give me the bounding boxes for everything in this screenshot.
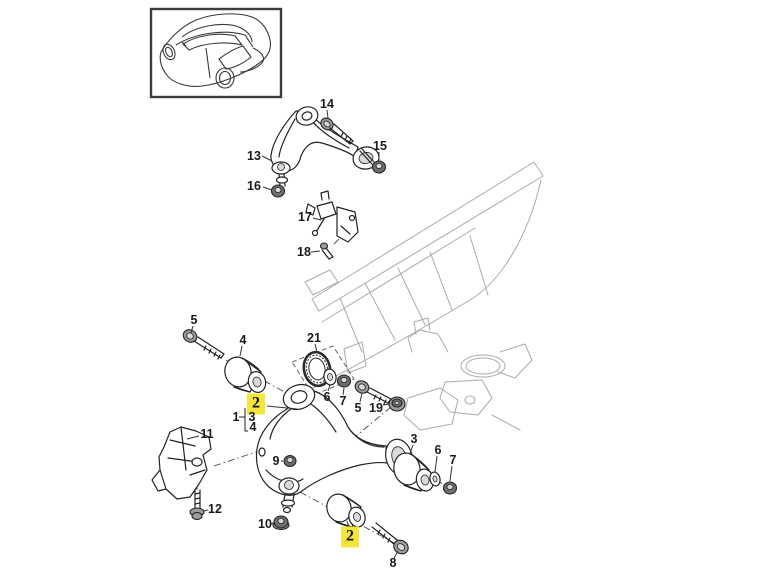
bushing-2-drawing (326, 493, 366, 528)
bolt-12-drawing (189, 489, 205, 521)
leader-line-14 (326, 109, 329, 119)
callout-12[interactable]: 12 (208, 501, 222, 516)
bracket-11-drawing (151, 426, 212, 500)
ball-joint-nut-10-drawing (272, 515, 290, 531)
callout-8[interactable]: 8 (389, 555, 397, 570)
leader-line-2 (346, 520, 350, 528)
leader-line-10 (270, 522, 274, 525)
callout-5[interactable]: 5 (354, 400, 362, 415)
leader-line-5 (359, 392, 363, 403)
callout-14[interactable]: 14 (320, 96, 334, 111)
seal-ring-dash-box (291, 345, 355, 396)
callout-4[interactable]: 4 (239, 332, 247, 347)
callout-2[interactable]: 2 (341, 526, 359, 548)
callout-13[interactable]: 13 (247, 148, 261, 163)
callout-3[interactable]: 3 (248, 409, 256, 424)
leader-line-4 (239, 345, 243, 357)
nut-19-drawing (388, 396, 406, 412)
callout-group-1-3-4: 1 3 4 (228, 406, 262, 436)
vehicle-thumbnail (149, 7, 283, 99)
leader-line-18 (310, 250, 321, 253)
nut-7-front-drawing (336, 374, 352, 388)
callout-18[interactable]: 18 (297, 244, 311, 259)
leader-line-5 (190, 325, 194, 334)
washer-6-rear-drawing (429, 471, 441, 487)
leader-line-19 (382, 403, 390, 406)
washer-6-front-drawing (323, 368, 337, 386)
nut-15-drawing (371, 160, 387, 174)
leader-line-11 (186, 435, 200, 440)
bushing-3-drawing (393, 452, 435, 492)
callout-5[interactable]: 5 (190, 312, 198, 327)
screw-18-drawing (319, 242, 334, 260)
bolt-5-front-drawing (182, 329, 225, 360)
group-bracket-lines (239, 408, 248, 432)
leader-line-6 (327, 384, 331, 392)
callout-6[interactable]: 6 (323, 389, 331, 404)
leader-line-6 (434, 455, 438, 473)
callout-21[interactable]: 21 (307, 330, 321, 345)
bolt-5-rear-drawing (354, 380, 392, 405)
leader-line-7 (342, 387, 345, 396)
callout-6[interactable]: 6 (434, 442, 442, 457)
leader-line-3 (409, 444, 414, 454)
callout-10[interactable]: 10 (258, 516, 272, 531)
leader-line-2 (266, 405, 298, 410)
callout-4[interactable]: 4 (249, 419, 257, 434)
leader-line-13 (261, 155, 273, 162)
nut-7-rear-drawing (442, 481, 458, 495)
upper-control-arm-drawing (270, 106, 380, 187)
callout-7[interactable]: 7 (449, 452, 457, 467)
leader-line-17 (312, 217, 322, 221)
callout-3[interactable]: 3 (410, 431, 418, 446)
nut-9-drawing (283, 454, 297, 468)
callout-17[interactable]: 17 (298, 209, 312, 224)
bushing-4-drawing (224, 356, 267, 393)
level-sensor-drawing (305, 190, 359, 243)
callout-11[interactable]: 11 (200, 426, 214, 441)
subframe-drawing (304, 161, 544, 431)
leader-line-8 (393, 550, 399, 559)
bolt-14-drawing (320, 117, 354, 145)
callout-19[interactable]: 19 (369, 400, 383, 415)
seal-ring-21-drawing (302, 350, 332, 388)
callout-7[interactable]: 7 (339, 393, 347, 408)
leader-line-16 (262, 186, 273, 191)
car-sketch (159, 13, 272, 89)
leader-line-7 (449, 465, 453, 482)
callout-9[interactable]: 9 (272, 453, 280, 468)
callout-15[interactable]: 15 (373, 138, 387, 153)
callout-2[interactable]: 2 (247, 393, 265, 415)
callout-16[interactable]: 16 (247, 178, 261, 193)
callout-1[interactable]: 1 (232, 409, 240, 424)
leader-line-12 (203, 509, 209, 512)
leader-line-21 (314, 343, 318, 353)
nut-16-drawing (270, 184, 286, 198)
